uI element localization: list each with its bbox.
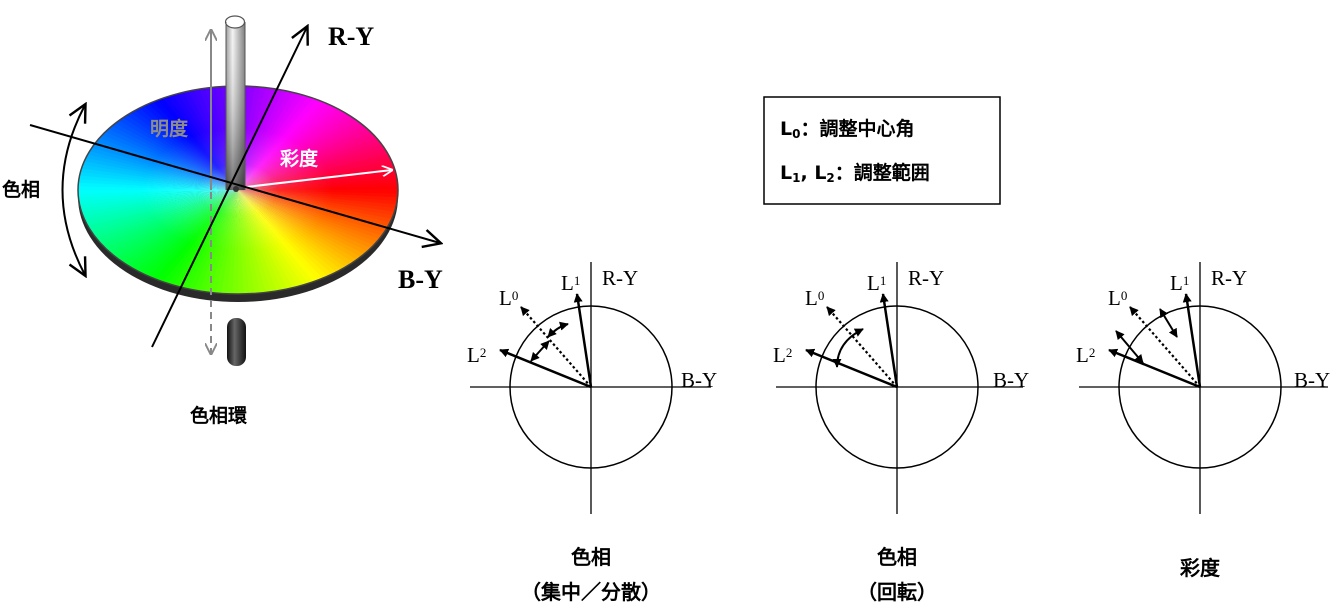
pole-cap	[224, 15, 246, 29]
panel-by-label: B-Y	[993, 368, 1029, 392]
panel-l2-label: L2	[1076, 343, 1095, 367]
legend-l1-l2: L1, L2：調整範囲	[780, 161, 930, 185]
panel-hue-rotation: R-Y B-Y L0 L1 L2 色相 （回転）	[773, 262, 1029, 604]
panel-ry-label: R-Y	[1211, 266, 1247, 290]
l1-vector	[1182, 293, 1202, 388]
panel-l0-label: L0	[499, 286, 518, 310]
wheel-center	[233, 186, 239, 192]
ry-axis	[151, 27, 307, 348]
panel-ry-label: R-Y	[602, 266, 638, 290]
hue-curve-arrow	[61, 105, 86, 275]
hue-label: 色相	[2, 178, 40, 201]
panel-hue-spread: R-Y B-Y L0 L1 L2 色相 （集中／分散）	[467, 262, 717, 604]
l1-vector	[879, 293, 899, 388]
legend-frame	[763, 96, 1001, 205]
color-wheel-illustration: R-Y B-Y 明度 彩度 色相 色相環	[2, 15, 443, 427]
legend-box: L0：調整中心角 L1, L2：調整範囲	[763, 96, 1001, 205]
brightness-label: 明度	[150, 117, 189, 140]
panel-l2-label: L2	[773, 343, 792, 367]
spread-arrow-right	[547, 321, 569, 338]
panel-by-label: B-Y	[1294, 368, 1330, 392]
l2-vector	[499, 348, 592, 389]
pole-bottom	[227, 318, 246, 366]
legend-l0: L0：調整中心角	[780, 117, 914, 141]
panel-l0-label: L0	[1108, 286, 1127, 310]
panel-caption-line2: （回転）	[857, 580, 937, 604]
panel-caption-line1: 色相	[877, 545, 917, 569]
panel-caption-line1: 色相	[571, 545, 611, 569]
pole-top-shade	[226, 22, 245, 190]
l2-vector	[1108, 348, 1201, 389]
panel-caption-line1: 彩度	[1179, 556, 1221, 580]
wheel-by-label: B-Y	[398, 265, 443, 294]
spread-arrow-left	[530, 340, 550, 362]
saturation-arrow	[245, 170, 392, 188]
by-axis	[29, 124, 440, 243]
panel-l0-label: L0	[805, 286, 824, 310]
panel-by-label: B-Y	[681, 368, 717, 392]
wheel-ry-label: R-Y	[328, 22, 374, 51]
panel-saturation: R-Y B-Y L0 L1 L2 彩度	[1076, 262, 1330, 580]
panel-ry-label: R-Y	[908, 266, 944, 290]
panel-l2-label: L2	[467, 343, 486, 367]
l1-vector	[573, 293, 593, 388]
rotation-arrow	[832, 328, 864, 368]
wheel-caption: 色相環	[190, 404, 248, 427]
saturation-label: 彩度	[279, 147, 319, 170]
radial-arrow-l1	[1159, 308, 1178, 338]
panel-l1-label: L1	[867, 271, 886, 295]
panel-l1-label: L1	[1170, 271, 1189, 295]
panel-caption-line2: （集中／分散）	[521, 580, 661, 604]
l2-vector	[805, 348, 898, 389]
panel-l1-label: L1	[561, 271, 580, 295]
radial-arrow-l2	[1115, 330, 1144, 364]
